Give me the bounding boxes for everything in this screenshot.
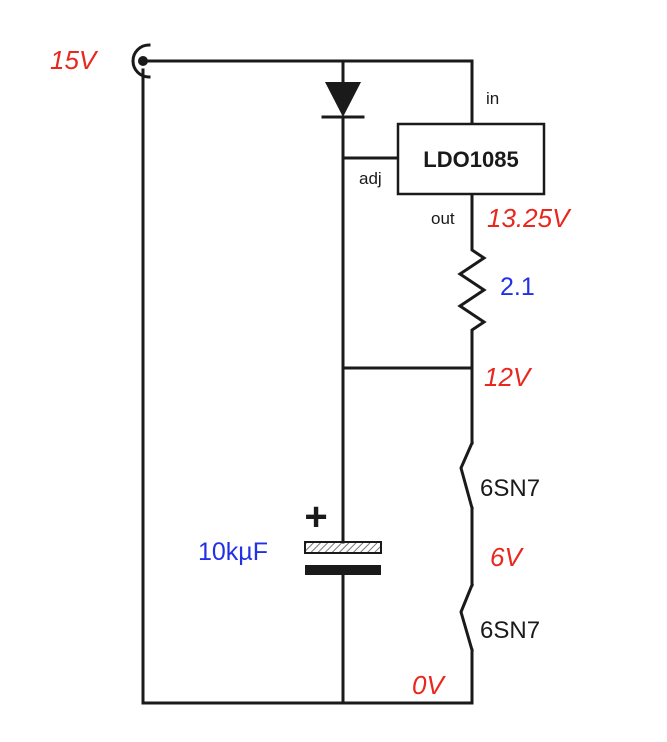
resistor	[457, 238, 487, 337]
capacitor-polarity-mark: +	[304, 495, 327, 539]
voltage-label-rail: 12V	[484, 362, 533, 392]
capacitor-value-label: 10kµF	[198, 538, 268, 566]
regulator-name: LDO1085	[423, 147, 518, 172]
pin-label-out: out	[431, 209, 455, 228]
resistor-value-label: 2.1	[500, 273, 535, 301]
load-label-lower: 6SN7	[480, 617, 540, 644]
pin-label-in: in	[486, 89, 499, 108]
voltage-label-midpoint: 6V	[490, 542, 524, 572]
wires	[141, 59, 474, 705]
voltage-label-ground: 0V	[412, 670, 446, 700]
voltage-label-input: 15V	[50, 45, 99, 75]
capacitor	[304, 541, 382, 575]
heater-lower	[459, 583, 474, 652]
load-label-upper: 6SN7	[480, 475, 540, 502]
regulator-ldo1085: LDO1085	[396, 122, 546, 196]
heater-upper	[459, 441, 474, 510]
diode	[321, 82, 365, 119]
voltage-label-regulator-out: 13.25V	[487, 203, 572, 233]
pin-label-adj: adj	[359, 169, 382, 188]
